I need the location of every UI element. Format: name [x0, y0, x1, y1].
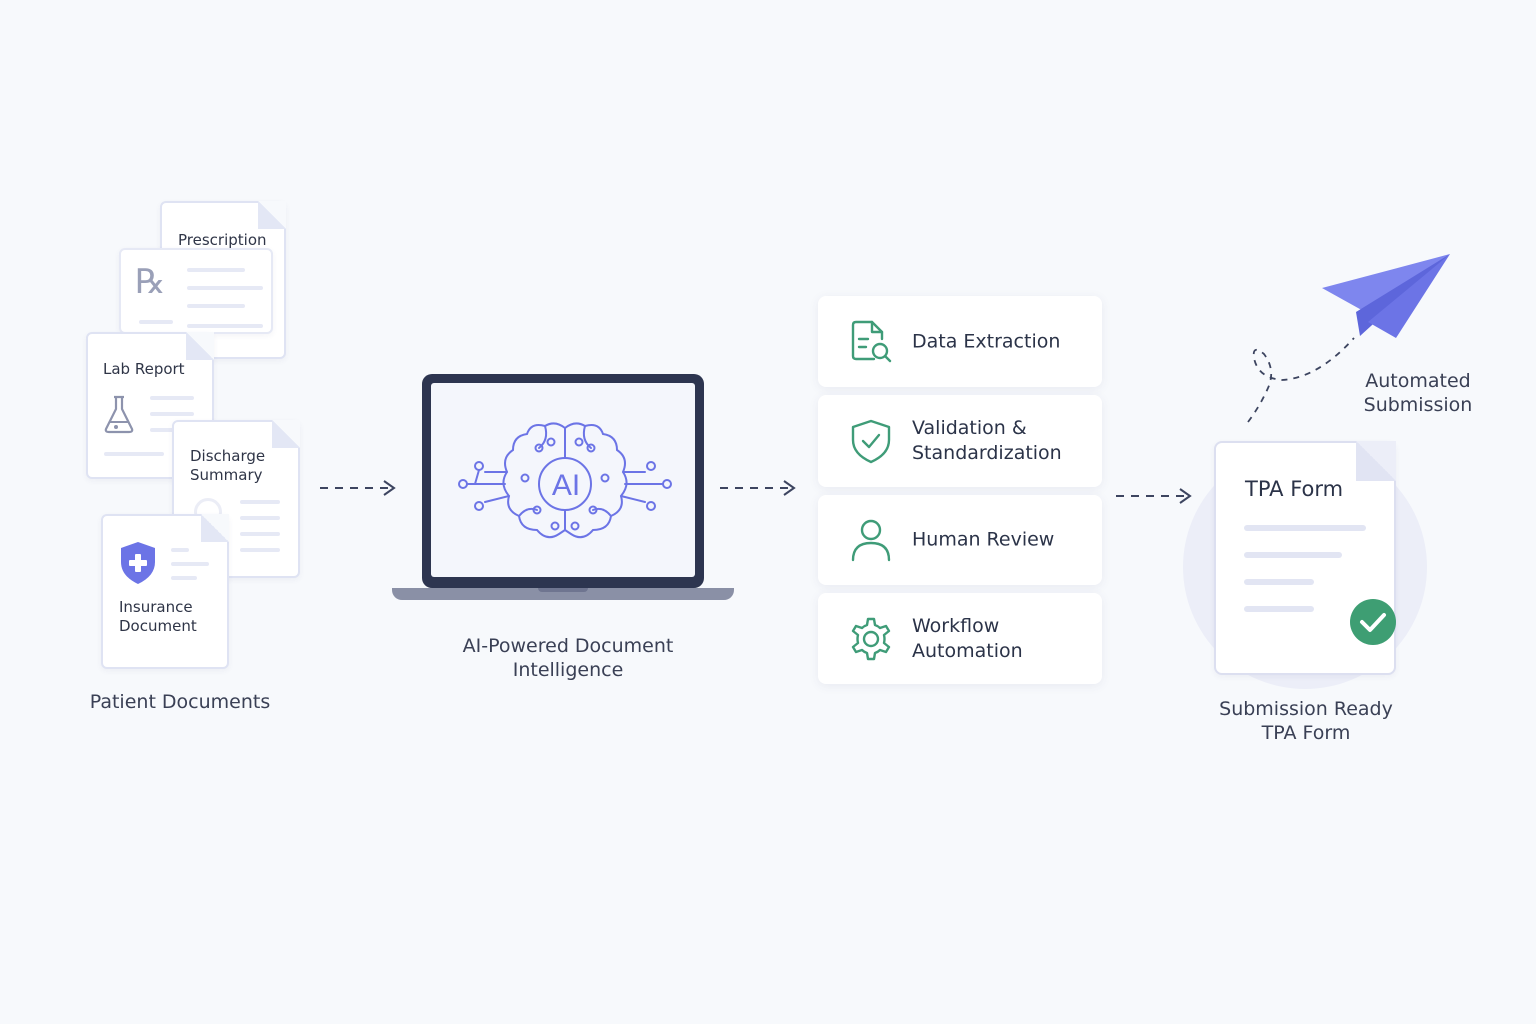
dashed-arrow-3: [1116, 488, 1192, 504]
step-label: Human Review: [912, 528, 1055, 551]
discharge-summary-document: Discharge Summary: [172, 420, 300, 578]
step-label: Workflow Automation: [912, 614, 1023, 662]
tpa-form-title: TPA Form: [1245, 477, 1344, 501]
ai-badge-text: AI: [551, 469, 581, 502]
step-workflow-automation: Workflow Automation: [818, 593, 1102, 684]
shield-check-icon: [851, 419, 891, 464]
shield-plus-icon: [121, 542, 155, 584]
step-human-review: Human Review: [818, 495, 1102, 585]
tpa-caption: Submission Ready TPA Form: [1219, 698, 1393, 744]
flask-icon: [104, 395, 134, 434]
check-badge-icon: [1350, 599, 1396, 645]
document-search-icon: [851, 320, 892, 362]
step-validation: Validation & Standardization: [818, 395, 1102, 487]
laptop-base: [392, 588, 734, 600]
step-data-extraction: Data Extraction: [818, 296, 1102, 387]
paper-plane-icon: [1247, 254, 1450, 423]
person-icon: [851, 519, 891, 562]
discharge-summary-label: Discharge Summary: [190, 447, 266, 484]
gear-icon: [851, 617, 891, 660]
lab-report-label: Lab Report: [103, 360, 185, 378]
lab-report-document: Lab Report: [86, 332, 214, 479]
dashed-arrow-2: [720, 480, 796, 496]
step-label: Validation & Standardization: [912, 417, 1062, 464]
rx-card: ℞: [119, 248, 273, 334]
insurance-document-label: Insurance Document: [119, 598, 197, 635]
ai-brain-icon: [458, 422, 672, 539]
patient-documents-caption: Patient Documents: [89, 691, 271, 713]
step-label: Data Extraction: [912, 330, 1061, 352]
insurance-document: Insurance Document: [101, 514, 229, 669]
automated-submission-label: Automated Submission: [1363, 370, 1473, 416]
prescription-label: Prescription: [178, 231, 267, 249]
rx-icon: ℞: [135, 262, 166, 302]
dashed-arrow-1: [320, 480, 396, 496]
ai-caption: AI-Powered Document Intelligence: [462, 635, 674, 681]
